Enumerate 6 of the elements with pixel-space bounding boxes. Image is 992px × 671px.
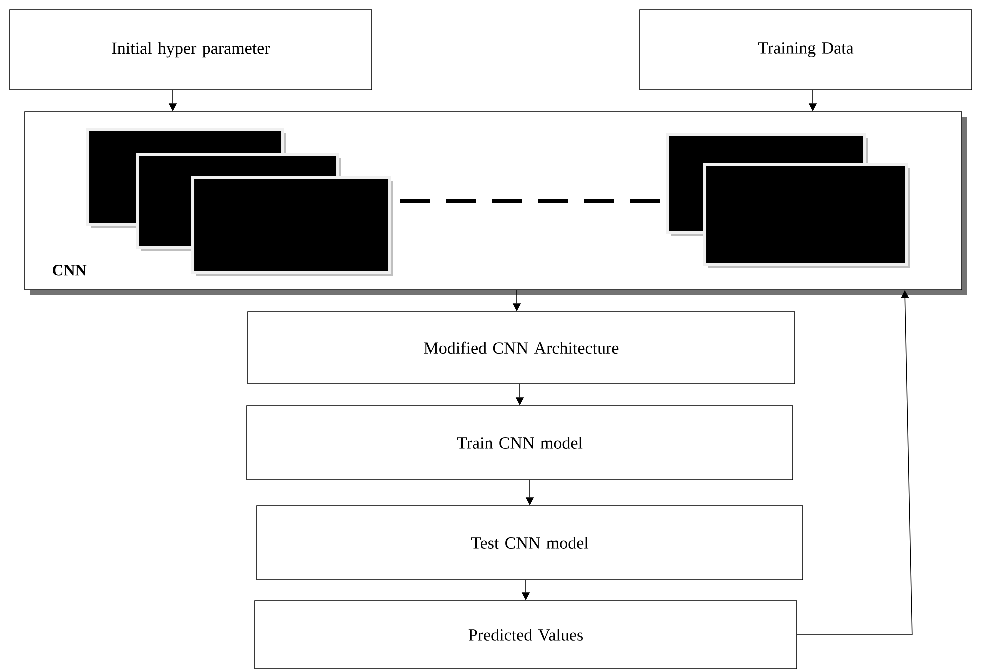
process-box: Test CNN model <box>256 506 804 580</box>
process-box: Predicted Values <box>254 600 798 670</box>
process-box: Train CNN model <box>246 406 794 480</box>
process-box: Training Data <box>640 10 972 90</box>
process-box: Modified CNN Architecture <box>248 312 796 384</box>
process-box: Initial hyper parameter <box>10 10 372 90</box>
